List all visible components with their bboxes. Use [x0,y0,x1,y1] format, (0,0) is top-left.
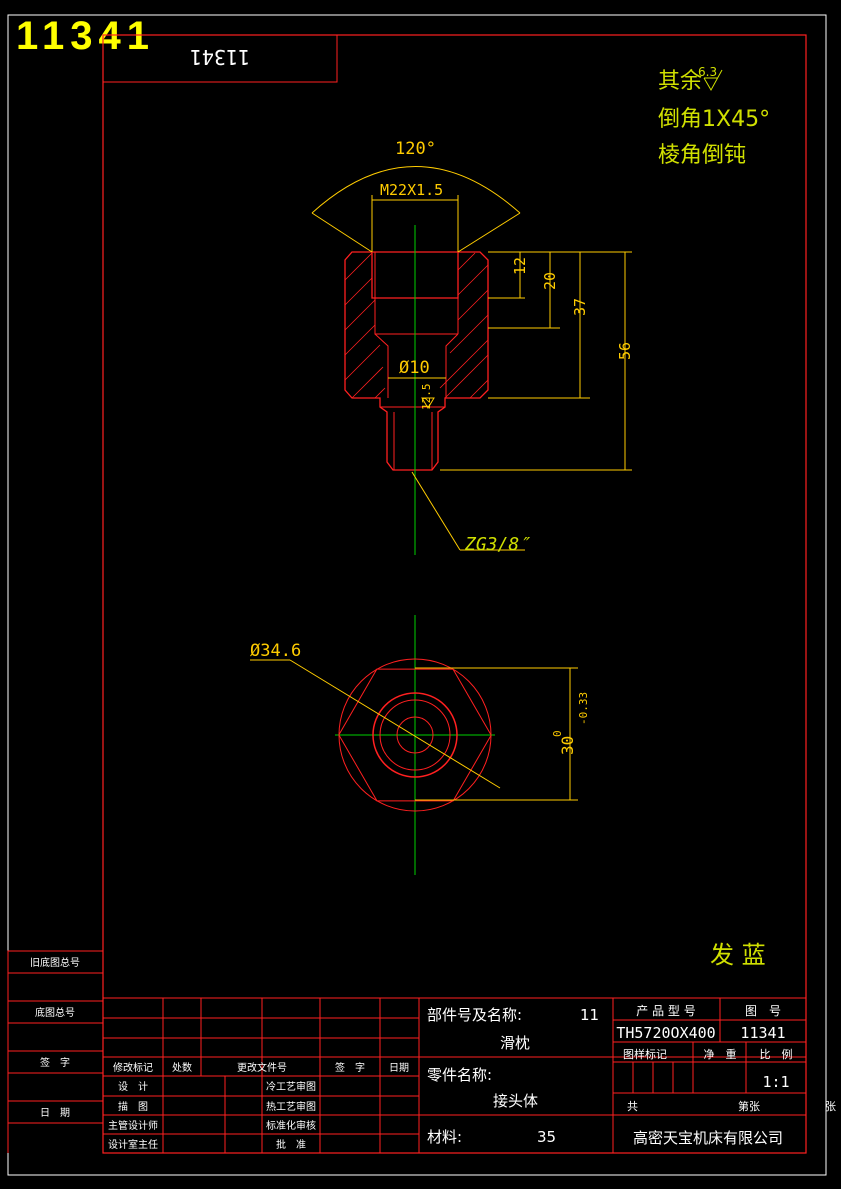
tb-sheet-no: 第张 [738,1099,760,1113]
tb-total-sheets: 共 [627,1100,638,1113]
tb-net-weight: 净 重 [704,1047,737,1061]
tb-chief-designer: 主管设计师 [108,1119,158,1132]
dim-tol-lower: -0.33 [577,692,590,725]
outer-frame [7,14,827,1176]
dim-bore: Ø10 [399,358,430,378]
front-view-dimensions: 120° M22X1.5 12 20 37 56 Ø10 12.5 ZG3/8″ [311,139,634,555]
chamfer-note: 倒角1X45° [658,107,770,132]
tb-product-model-label: 产 品 型 号 [636,1004,695,1018]
tb-design: 设 计 [118,1080,148,1093]
tb-approve: 批 准 [276,1138,306,1151]
drawing-number-big: 11341 [16,14,156,58]
end-view-dimensions: Ø34.6 30 0 -0.33 [250,641,590,801]
bore-roughness-icon [421,397,435,409]
tb-material-label: 材料: [427,1128,462,1146]
finish-note: 发 蓝 [710,941,766,969]
tb-part-name: 接头体 [493,1092,538,1110]
tb-component-name: 滑枕 [500,1034,530,1052]
tb-product-model: TH5720OX400 [616,1024,715,1042]
roughness-symbol-icon [703,69,723,92]
old-drawing-no-label: 旧底图总号 [30,956,80,969]
tb-draw: 描 图 [118,1100,148,1113]
edge-note: 棱角倒钝 [658,143,746,168]
tb-process-hot: 热工艺审图 [266,1100,316,1113]
tb-scale-label: 比 例 [760,1047,793,1061]
signature-label: 签 字 [40,1056,70,1069]
tb-component-label: 部件号及名称: [427,1006,522,1024]
tb-change-doc: 更改文件号 [237,1061,287,1074]
left-side-column [7,950,104,1153]
tb-design-office-chief: 设计室主任 [108,1138,158,1151]
dim-tol-upper: 0 [551,730,564,737]
title-block [103,997,806,1153]
roughness-value: 6.3 [698,65,717,79]
tb-drawing-no-label: 图 号 [745,1004,781,1018]
tb-count: 处数 [172,1061,192,1074]
tb-part-label: 零件名称: [427,1066,492,1084]
tb-standardization: 标准化审核 [266,1119,316,1132]
tb-date: 日期 [389,1062,409,1074]
tb-scale-value: 1:1 [762,1073,789,1091]
tb-process-cold: 冷工艺审图 [266,1080,316,1093]
dim-56: 56 [616,342,634,360]
dim-across-corners: Ø34.6 [250,641,301,661]
end-view [335,615,495,875]
tb-company: 高密天宝机床有限公司 [633,1129,783,1147]
dim-angle: 120° [395,139,436,159]
drawing-number-mirrored: 11341 [190,45,250,69]
tb-material-value: 35 [537,1128,556,1146]
tb-drawing-no: 11341 [740,1024,785,1042]
dim-thread: M22X1.5 [380,181,443,199]
front-section-view [344,225,489,555]
surface-roughness-note: 其余 [658,69,702,94]
date-label: 日 期 [40,1107,70,1119]
mirrored-number-box [102,34,338,83]
tb-sheet-suffix: 张 [825,1100,836,1113]
tb-component-no: 11 [580,1006,599,1024]
dim-20: 20 [541,272,559,290]
tb-sample-mark: 图样标记 [623,1047,667,1061]
tb-revision-mark: 修改标记 [113,1061,153,1074]
tb-sign: 签 字 [335,1061,365,1074]
bore-roughness: 12.5 [420,384,433,411]
base-drawing-no-label: 底图总号 [35,1006,75,1019]
dim-37: 37 [571,298,589,316]
inner-frame [102,34,807,1154]
dim-pipe-thread: ZG3/8″ [464,534,530,555]
dim-12: 12 [511,257,529,275]
dim-across-flats: 30 [558,736,577,755]
